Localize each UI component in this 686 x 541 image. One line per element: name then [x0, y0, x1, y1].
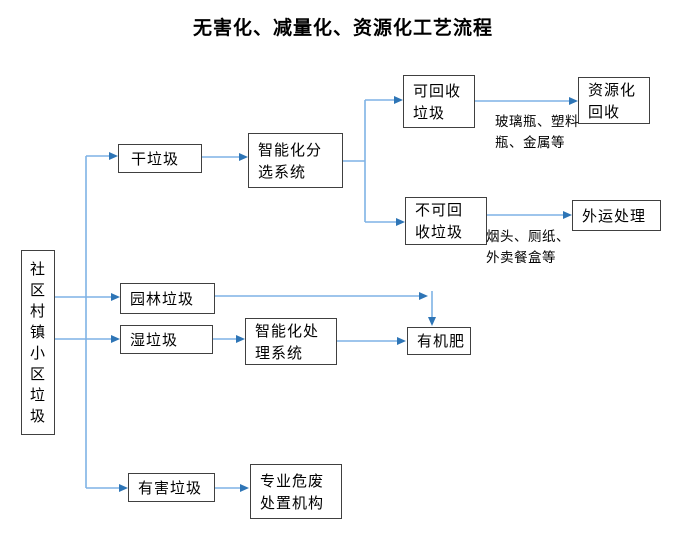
node-non-recyclable-waste: 不可回 收垃圾 — [405, 197, 487, 245]
annotation-non-recyclable-examples: 烟头、厕纸、 外卖餐盒等 — [486, 229, 570, 266]
node-source-community-waste: 社 区 村 镇 小 区 垃 圾 — [21, 250, 55, 435]
annotation-recyclable-examples: 玻璃瓶、塑料 瓶、金属等 — [495, 114, 579, 151]
node-resource-recovery: 资源化 回收 — [578, 77, 650, 124]
node-hazardous-waste: 有害垃圾 — [128, 473, 215, 502]
node-wet-waste: 湿垃圾 — [120, 325, 213, 354]
node-dry-waste: 干垃圾 — [118, 144, 202, 173]
node-recyclable-waste: 可回收 垃圾 — [403, 75, 475, 128]
node-outbound-disposal: 外运处理 — [572, 200, 661, 231]
node-garden-waste: 园林垃圾 — [120, 283, 215, 314]
node-professional-hazwaste-agency: 专业危废 处置机构 — [250, 464, 342, 519]
diagram-title: 无害化、减量化、资源化工艺流程 — [192, 17, 493, 39]
node-intelligent-sorting-system: 智能化分 选系统 — [248, 133, 343, 188]
node-intelligent-processing-system: 智能化处 理系统 — [245, 318, 337, 365]
node-organic-fertilizer: 有机肥 — [407, 327, 471, 355]
